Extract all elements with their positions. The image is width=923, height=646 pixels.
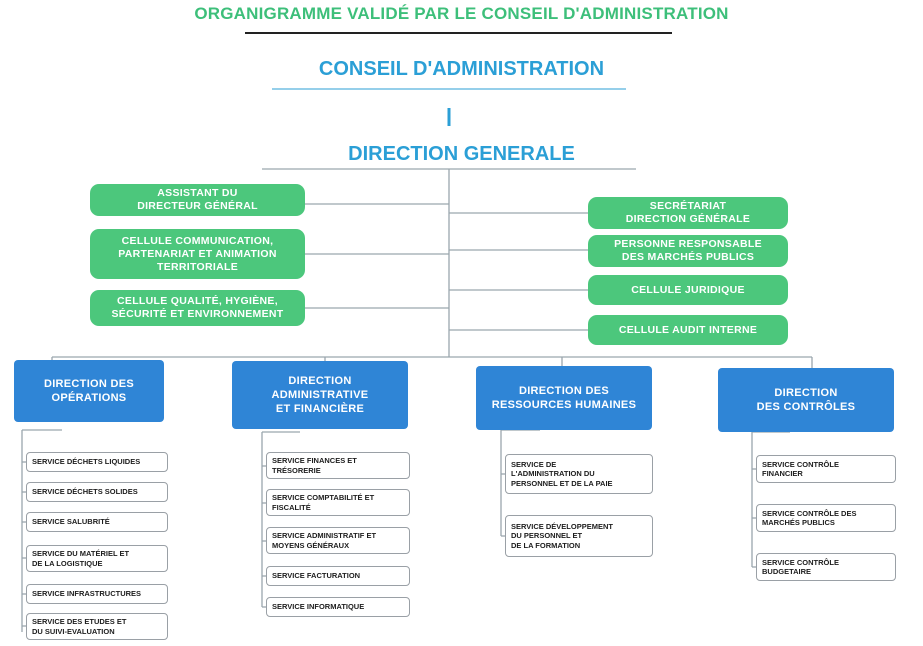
direction-controls-box: DIRECTION DES CONTRÔLES — [718, 368, 894, 432]
service-box: SERVICE SALUBRITÉ — [26, 512, 168, 532]
communication-cell-box: CELLULE COMMUNICATION, PARTENARIAT ET AN… — [90, 229, 305, 279]
general-management-title: DIRECTION GENERALE — [348, 143, 575, 165]
service-box: SERVICE DÉCHETS SOLIDES — [26, 482, 168, 502]
service-box: SERVICE INFORMATIQUE — [266, 597, 410, 617]
procurement-officer-box: PERSONNE RESPONSABLE DES MARCHÉS PUBLICS — [588, 235, 788, 267]
service-box: SERVICE DES ETUDES ET DU SUIVI-EVALUATIO… — [26, 613, 168, 640]
service-box: SERVICE CONTRÔLE BUDGETAIRE — [756, 553, 896, 581]
secretariat-box: SECRÉTARIAT DIRECTION GÉNÉRALE — [588, 197, 788, 229]
assistant-dg-box: ASSISTANT DU DIRECTEUR GÉNÉRAL — [90, 184, 305, 216]
service-box: SERVICE CONTRÔLE FINANCIER — [756, 455, 896, 483]
direction-admin-finance-box: DIRECTION ADMINISTRATIVE ET FINANCIÈRE — [232, 361, 408, 429]
service-box: SERVICE DE L'ADMINISTRATION DU PERSONNEL… — [505, 454, 653, 494]
service-box: SERVICE INFRASTRUCTURES — [26, 584, 168, 604]
service-box: SERVICE FINANCES ET TRÉSORERIE — [266, 452, 410, 479]
legal-cell-box: CELLULE JURIDIQUE — [588, 275, 788, 305]
service-box: SERVICE DÉCHETS LIQUIDES — [26, 452, 168, 472]
audit-cell-box: CELLULE AUDIT INTERNE — [588, 315, 788, 345]
quality-cell-box: CELLULE QUALITÉ, HYGIÈNE, SÉCURITÉ ET EN… — [90, 290, 305, 326]
direction-operations-box: DIRECTION DES OPÉRATIONS — [14, 360, 164, 422]
service-box: SERVICE COMPTABILITÉ ET FISCALITÉ — [266, 489, 410, 516]
service-box: SERVICE DU MATÉRIEL ET DE LA LOGISTIQUE — [26, 545, 168, 572]
service-box: SERVICE DÉVELOPPEMENT DU PERSONNEL ET DE… — [505, 515, 653, 557]
chart-main-title: ORGANIGRAMME VALIDÉ PAR LE CONSEIL D'ADM… — [194, 4, 729, 23]
service-box: SERVICE ADMINISTRATIF ET MOYENS GÉNÉRAUX — [266, 527, 410, 554]
service-box: SERVICE CONTRÔLE DES MARCHÉS PUBLICS — [756, 504, 896, 532]
service-box: SERVICE FACTURATION — [266, 566, 410, 586]
board-title: CONSEIL D'ADMINISTRATION — [318, 58, 605, 80]
direction-hr-box: DIRECTION DES RESSOURCES HUMAINES — [476, 366, 652, 430]
